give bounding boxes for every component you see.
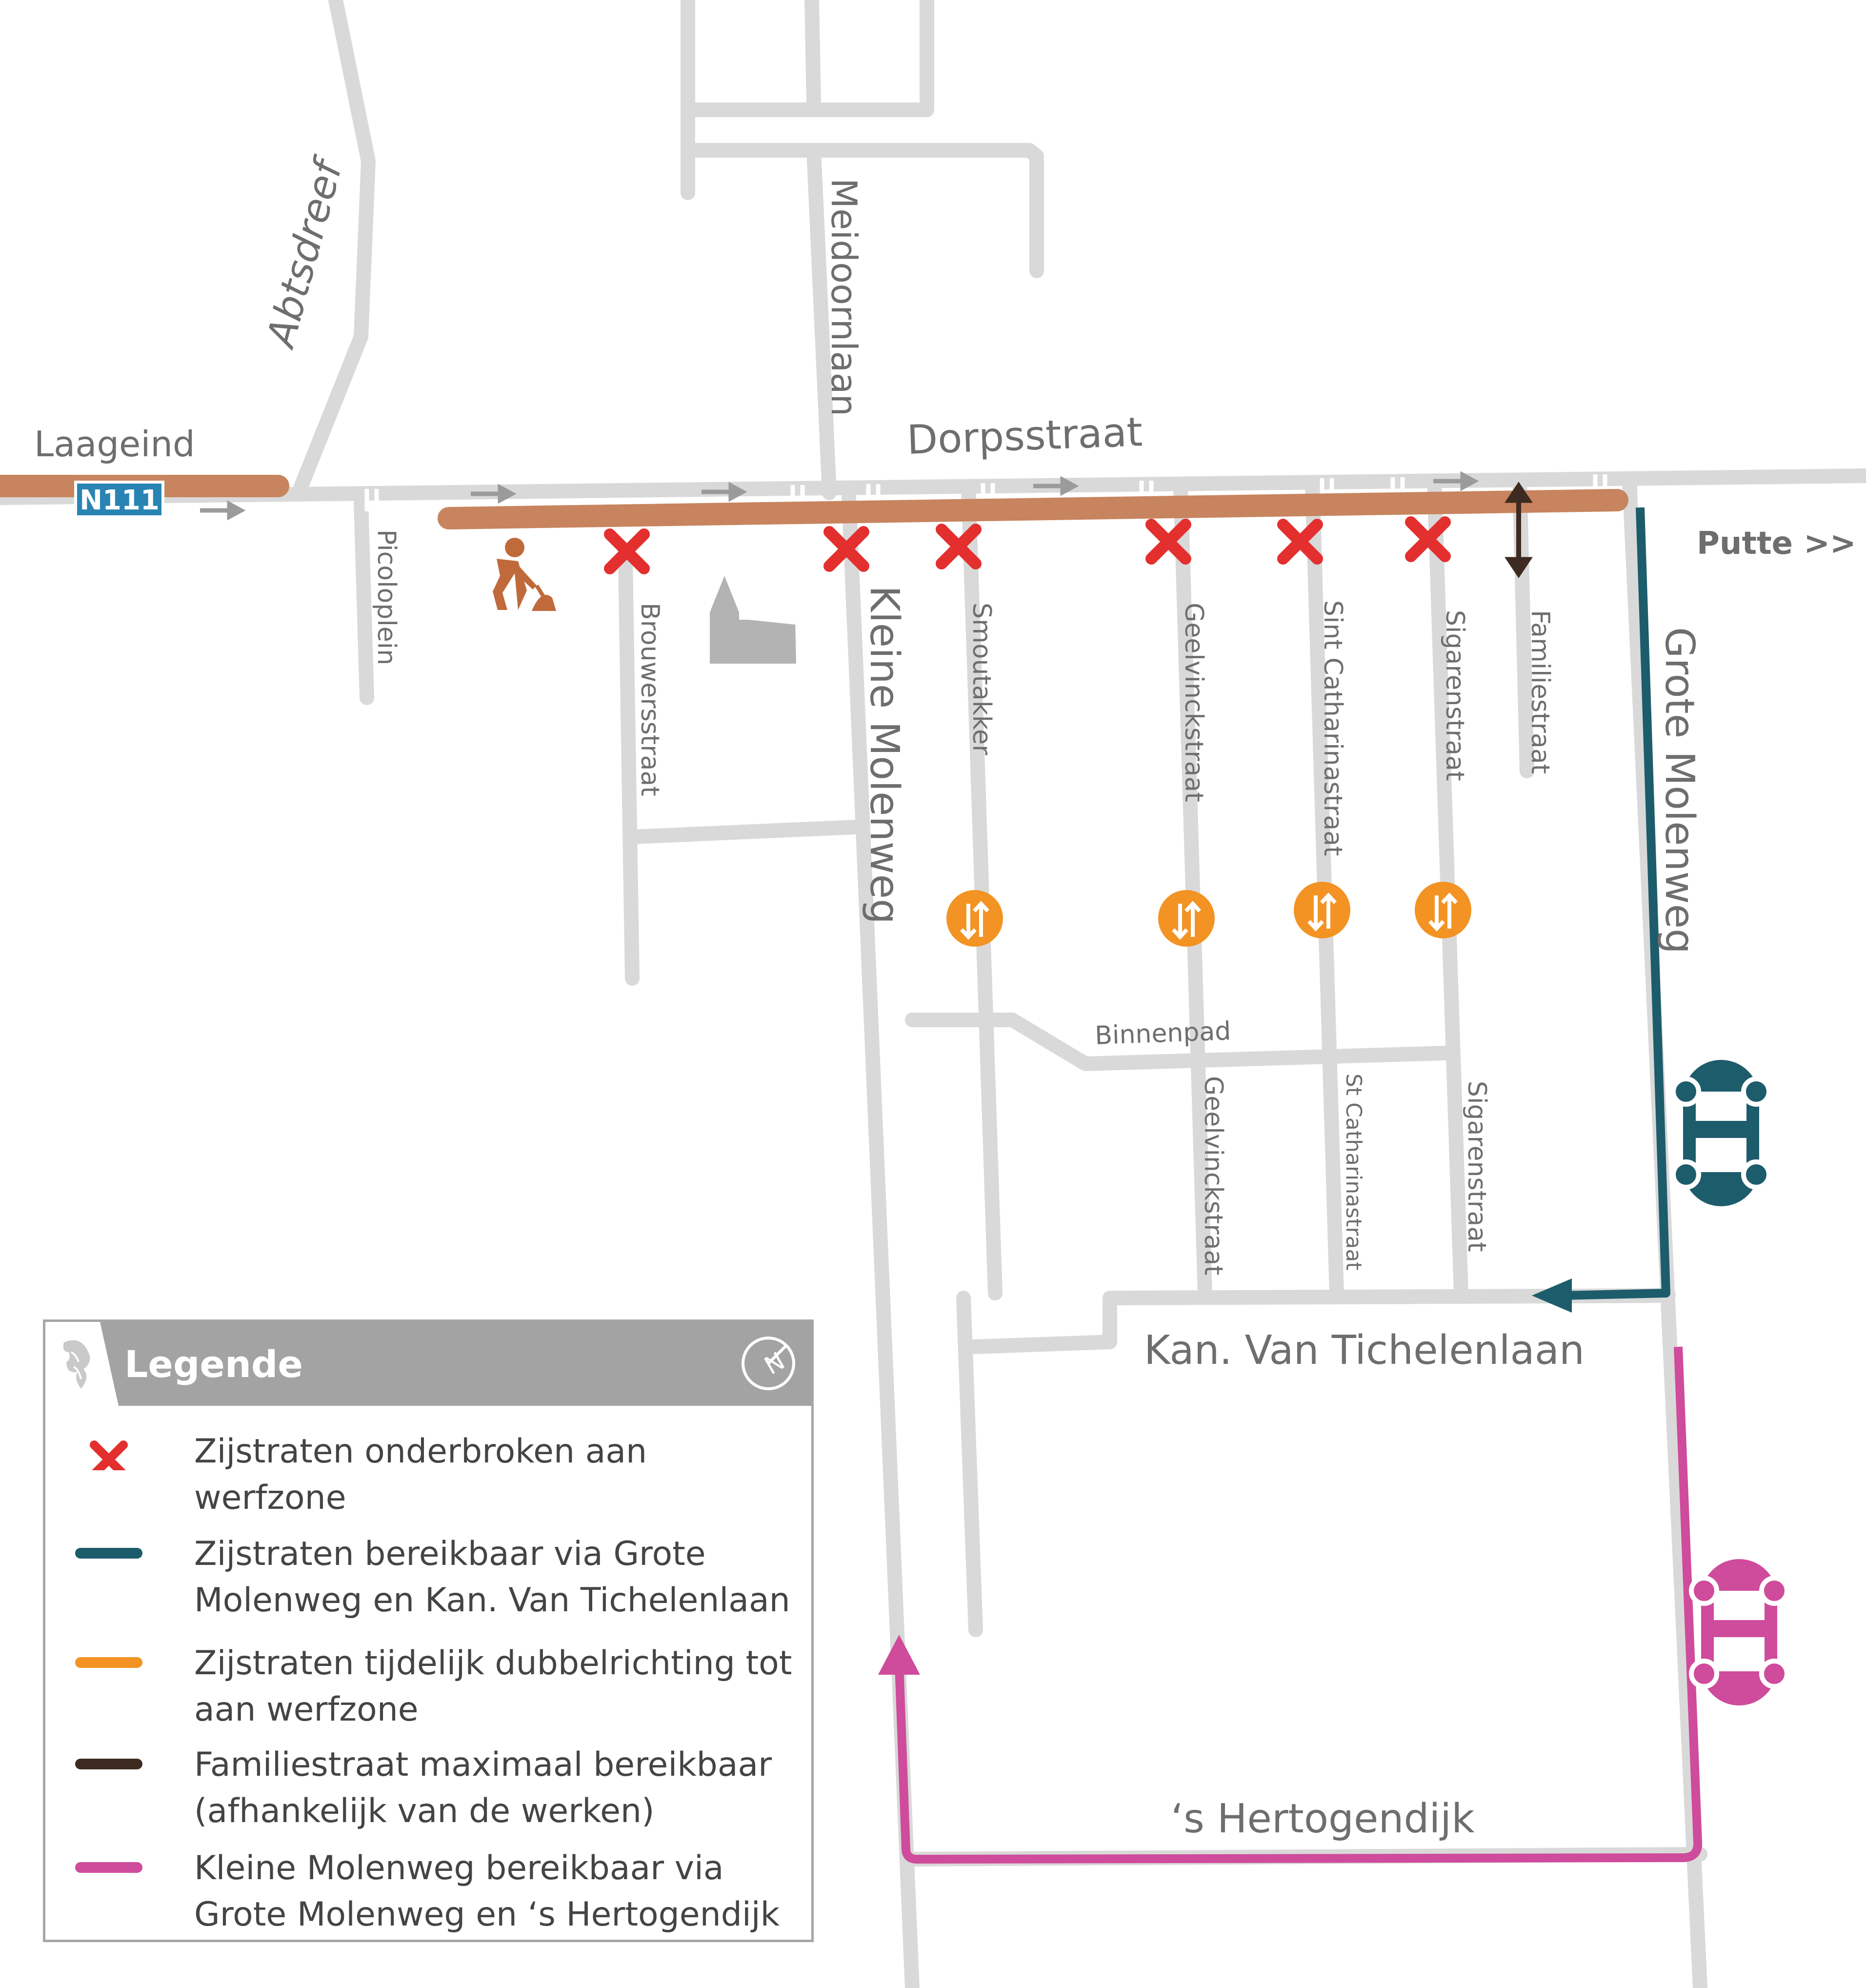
label-smoutakker: Smoutakker	[967, 603, 996, 755]
worksite-dorpsstraat	[438, 489, 1628, 529]
label-abtsdreef: Abtsdreef	[257, 151, 352, 354]
legend-item-line: Zijstraten bereikbaar via Grote	[194, 1535, 706, 1573]
church-icon	[710, 576, 796, 664]
road-smoutakker	[961, 481, 1003, 1300]
road-van-tichelenlaan	[966, 1288, 1676, 1354]
road-brouwers-link	[625, 820, 861, 844]
two-way-traffic-icon	[1158, 890, 1215, 947]
legend-item-line: (afhankelijk van de werken)	[194, 1792, 655, 1830]
car-icon	[1689, 1559, 1789, 1705]
pink-line-icon	[75, 1862, 142, 1873]
label-meidoornlaan: Meidoornlaan	[823, 178, 864, 416]
label-geelvinckstraat-south: Geelvinckstraat	[1199, 1076, 1228, 1276]
legend-item-line: Grote Molenweg en ‘s Hertogendijk	[194, 1895, 780, 1934]
compass-icon: N	[742, 1337, 795, 1390]
n111-label: N111	[80, 485, 160, 516]
closed-markers	[604, 516, 1451, 574]
label-sigarenstraat: Sigarenstraat	[1440, 610, 1469, 781]
road-abtsdreef	[291, 0, 376, 500]
route-arrowhead-icon	[1532, 1278, 1572, 1313]
road-brouwersstraat	[618, 554, 640, 986]
access-arrow-icon	[1505, 482, 1533, 578]
two-way-traffic-icon	[1294, 882, 1350, 938]
two-way-traffic-icon	[946, 890, 1003, 947]
road-meidoornlaan-s	[806, 143, 837, 500]
svg-text:N: N	[760, 1347, 789, 1380]
arrow-icon	[1433, 471, 1479, 491]
road-dorpsstraat	[0, 468, 1866, 505]
road-meidoornlaan	[804, 0, 821, 110]
closed-cross-icon	[1405, 516, 1451, 562]
label-st-catharinastraat-south: St Catharinastraat	[1341, 1074, 1366, 1271]
legend-item-line: aan werfzone	[194, 1690, 419, 1729]
orange-line-icon	[75, 1657, 142, 1668]
legend-item-line: Zijstraten tijdelijk dubbelrichting tot	[194, 1644, 792, 1683]
teal-route	[1532, 507, 1670, 1313]
two-way-traffic-icon	[1415, 882, 1471, 938]
road-geelvinckstraat	[1173, 478, 1212, 1300]
road-binnenpad	[905, 1013, 1454, 1071]
legend-item-line: Zijstraten onderbroken aan werfzone	[194, 1432, 647, 1517]
legend: Legende N Zijstraten onderbroken aan wer…	[43, 1319, 814, 1942]
label-hertogendijk: ‘s Hertogendijk	[1171, 1796, 1475, 1842]
street-labels: Laageind Abtsdreef Meidoornlaan Dorpsstr…	[34, 151, 1856, 1842]
legend-item-line: Kleine Molenweg bereikbaar via	[194, 1849, 724, 1887]
two-way-signs	[946, 882, 1471, 947]
pink-route	[878, 1346, 1703, 1864]
closed-cross-icon	[823, 526, 869, 572]
closed-cross-icon	[1277, 519, 1323, 565]
label-familiestraat: Familiestraat	[1525, 610, 1555, 774]
arrow-icon	[702, 482, 747, 502]
label-binnenpad: Binnenpad	[1094, 1016, 1231, 1051]
road-picoloplein	[354, 495, 374, 705]
legend-item-line: Familiestraat maximaal bereikbaar	[194, 1745, 772, 1784]
legend-title: Legende	[124, 1342, 303, 1386]
crosswalk	[364, 489, 379, 511]
red-cross-icon	[90, 1440, 128, 1470]
closed-cross-icon	[604, 528, 650, 574]
road-north-3	[681, 143, 1044, 278]
route-arrowhead-icon	[878, 1635, 920, 1675]
label-grote-molenweg: Grote Molenweg	[1656, 627, 1703, 954]
road-stub	[956, 1291, 983, 1637]
label-brouwersstraat: Brouwersstraat	[635, 603, 664, 796]
arrow-icon	[1033, 476, 1079, 496]
closed-cross-icon	[1145, 519, 1191, 565]
arrow-icon	[471, 484, 517, 504]
label-sint-catharinastraat: Sint Catharinastraat	[1318, 600, 1347, 856]
worker-icon	[493, 538, 556, 611]
closed-cross-icon	[936, 524, 982, 569]
label-putte: Putte >>	[1697, 526, 1856, 562]
teal-line-icon	[75, 1548, 142, 1559]
brown-line-icon	[75, 1759, 142, 1769]
route-hertogendijk-pink	[895, 1346, 1703, 1864]
legend-header	[45, 1322, 811, 1406]
label-picoloplein: Picoloplein	[372, 529, 401, 665]
label-geelvinckstraat: Geelvinckstraat	[1179, 603, 1208, 802]
lion-logo-icon	[63, 1340, 90, 1389]
label-dorpsstraat: Dorpsstraat	[906, 409, 1143, 464]
label-laageind: Laageind	[34, 424, 195, 465]
label-kan-van-tichelenlaan: Kan. Van Tichelenlaan	[1144, 1327, 1585, 1374]
one-way-arrows	[200, 471, 1479, 521]
road-north-2	[681, 0, 934, 117]
label-kleine-molenweg: Kleine Molenweg	[861, 586, 907, 924]
legend-item-line: Molenweg en Kan. Van Tichelenlaan	[194, 1581, 790, 1620]
route-grote-molenweg-teal	[1561, 507, 1670, 1300]
label-sigarenstraat-south: Sigarenstraat	[1462, 1081, 1491, 1252]
arrow-icon	[200, 500, 246, 521]
car-icon	[1671, 1060, 1771, 1206]
n111-badge: N111	[74, 481, 164, 518]
